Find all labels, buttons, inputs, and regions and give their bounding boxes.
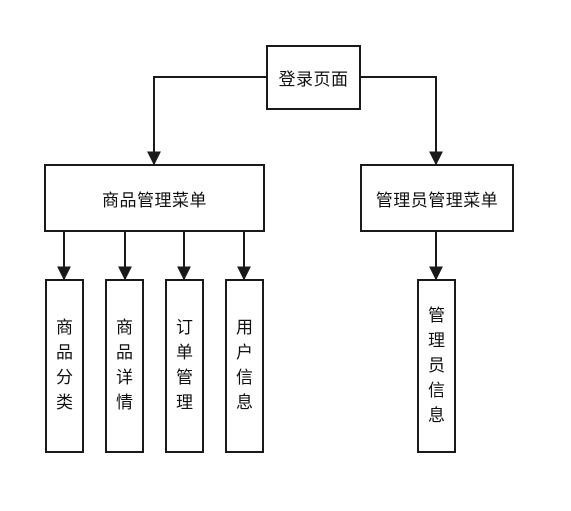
label-char: 息 <box>236 393 253 413</box>
node-category-label: 商品分类 <box>56 316 73 416</box>
label-char: 品 <box>116 343 133 363</box>
edge-login-to-admin-menu <box>360 76 443 166</box>
node-login-page-label: 登录页面 <box>278 70 349 90</box>
node-login-page[interactable]: 登录页面 <box>266 45 361 110</box>
node-user[interactable]: 用户信息 <box>225 279 264 453</box>
node-user-label: 用户信息 <box>236 316 253 416</box>
node-category[interactable]: 商品分类 <box>45 279 84 453</box>
label-char: 户 <box>236 343 253 363</box>
label-char: 信 <box>236 368 253 388</box>
node-admin-menu[interactable]: 管理员管理菜单 <box>360 164 514 232</box>
label-char: 管 <box>428 305 445 326</box>
label-char: 息 <box>428 405 445 426</box>
label-char: 理 <box>176 393 193 413</box>
node-admin-menu-label: 管理员管理菜单 <box>375 190 499 211</box>
label-char: 员 <box>428 355 445 376</box>
node-order-label: 订单管理 <box>176 316 193 416</box>
label-char: 类 <box>56 393 73 413</box>
label-char: 单 <box>176 343 193 363</box>
label-char: 理 <box>428 330 445 351</box>
label-char: 分 <box>56 368 73 388</box>
node-admin-info[interactable]: 管理员信息 <box>417 279 456 453</box>
node-order[interactable]: 订单管理 <box>165 279 204 453</box>
node-admin-info-label: 管理员信息 <box>428 304 445 429</box>
label-char: 商 <box>116 318 133 338</box>
label-char: 信 <box>428 380 445 401</box>
label-char: 情 <box>116 393 133 413</box>
node-detail[interactable]: 商品详情 <box>105 279 144 453</box>
edge-login-to-product-menu <box>147 76 266 166</box>
label-char: 管 <box>176 368 193 388</box>
label-char: 订 <box>176 318 193 338</box>
label-char: 详 <box>116 368 133 388</box>
label-char: 用 <box>236 318 253 338</box>
label-char: 品 <box>56 343 73 363</box>
node-product-menu-label: 商品管理菜单 <box>102 190 207 211</box>
label-char: 商 <box>56 318 73 338</box>
node-detail-label: 商品详情 <box>116 316 133 416</box>
node-product-menu[interactable]: 商品管理菜单 <box>44 164 265 232</box>
